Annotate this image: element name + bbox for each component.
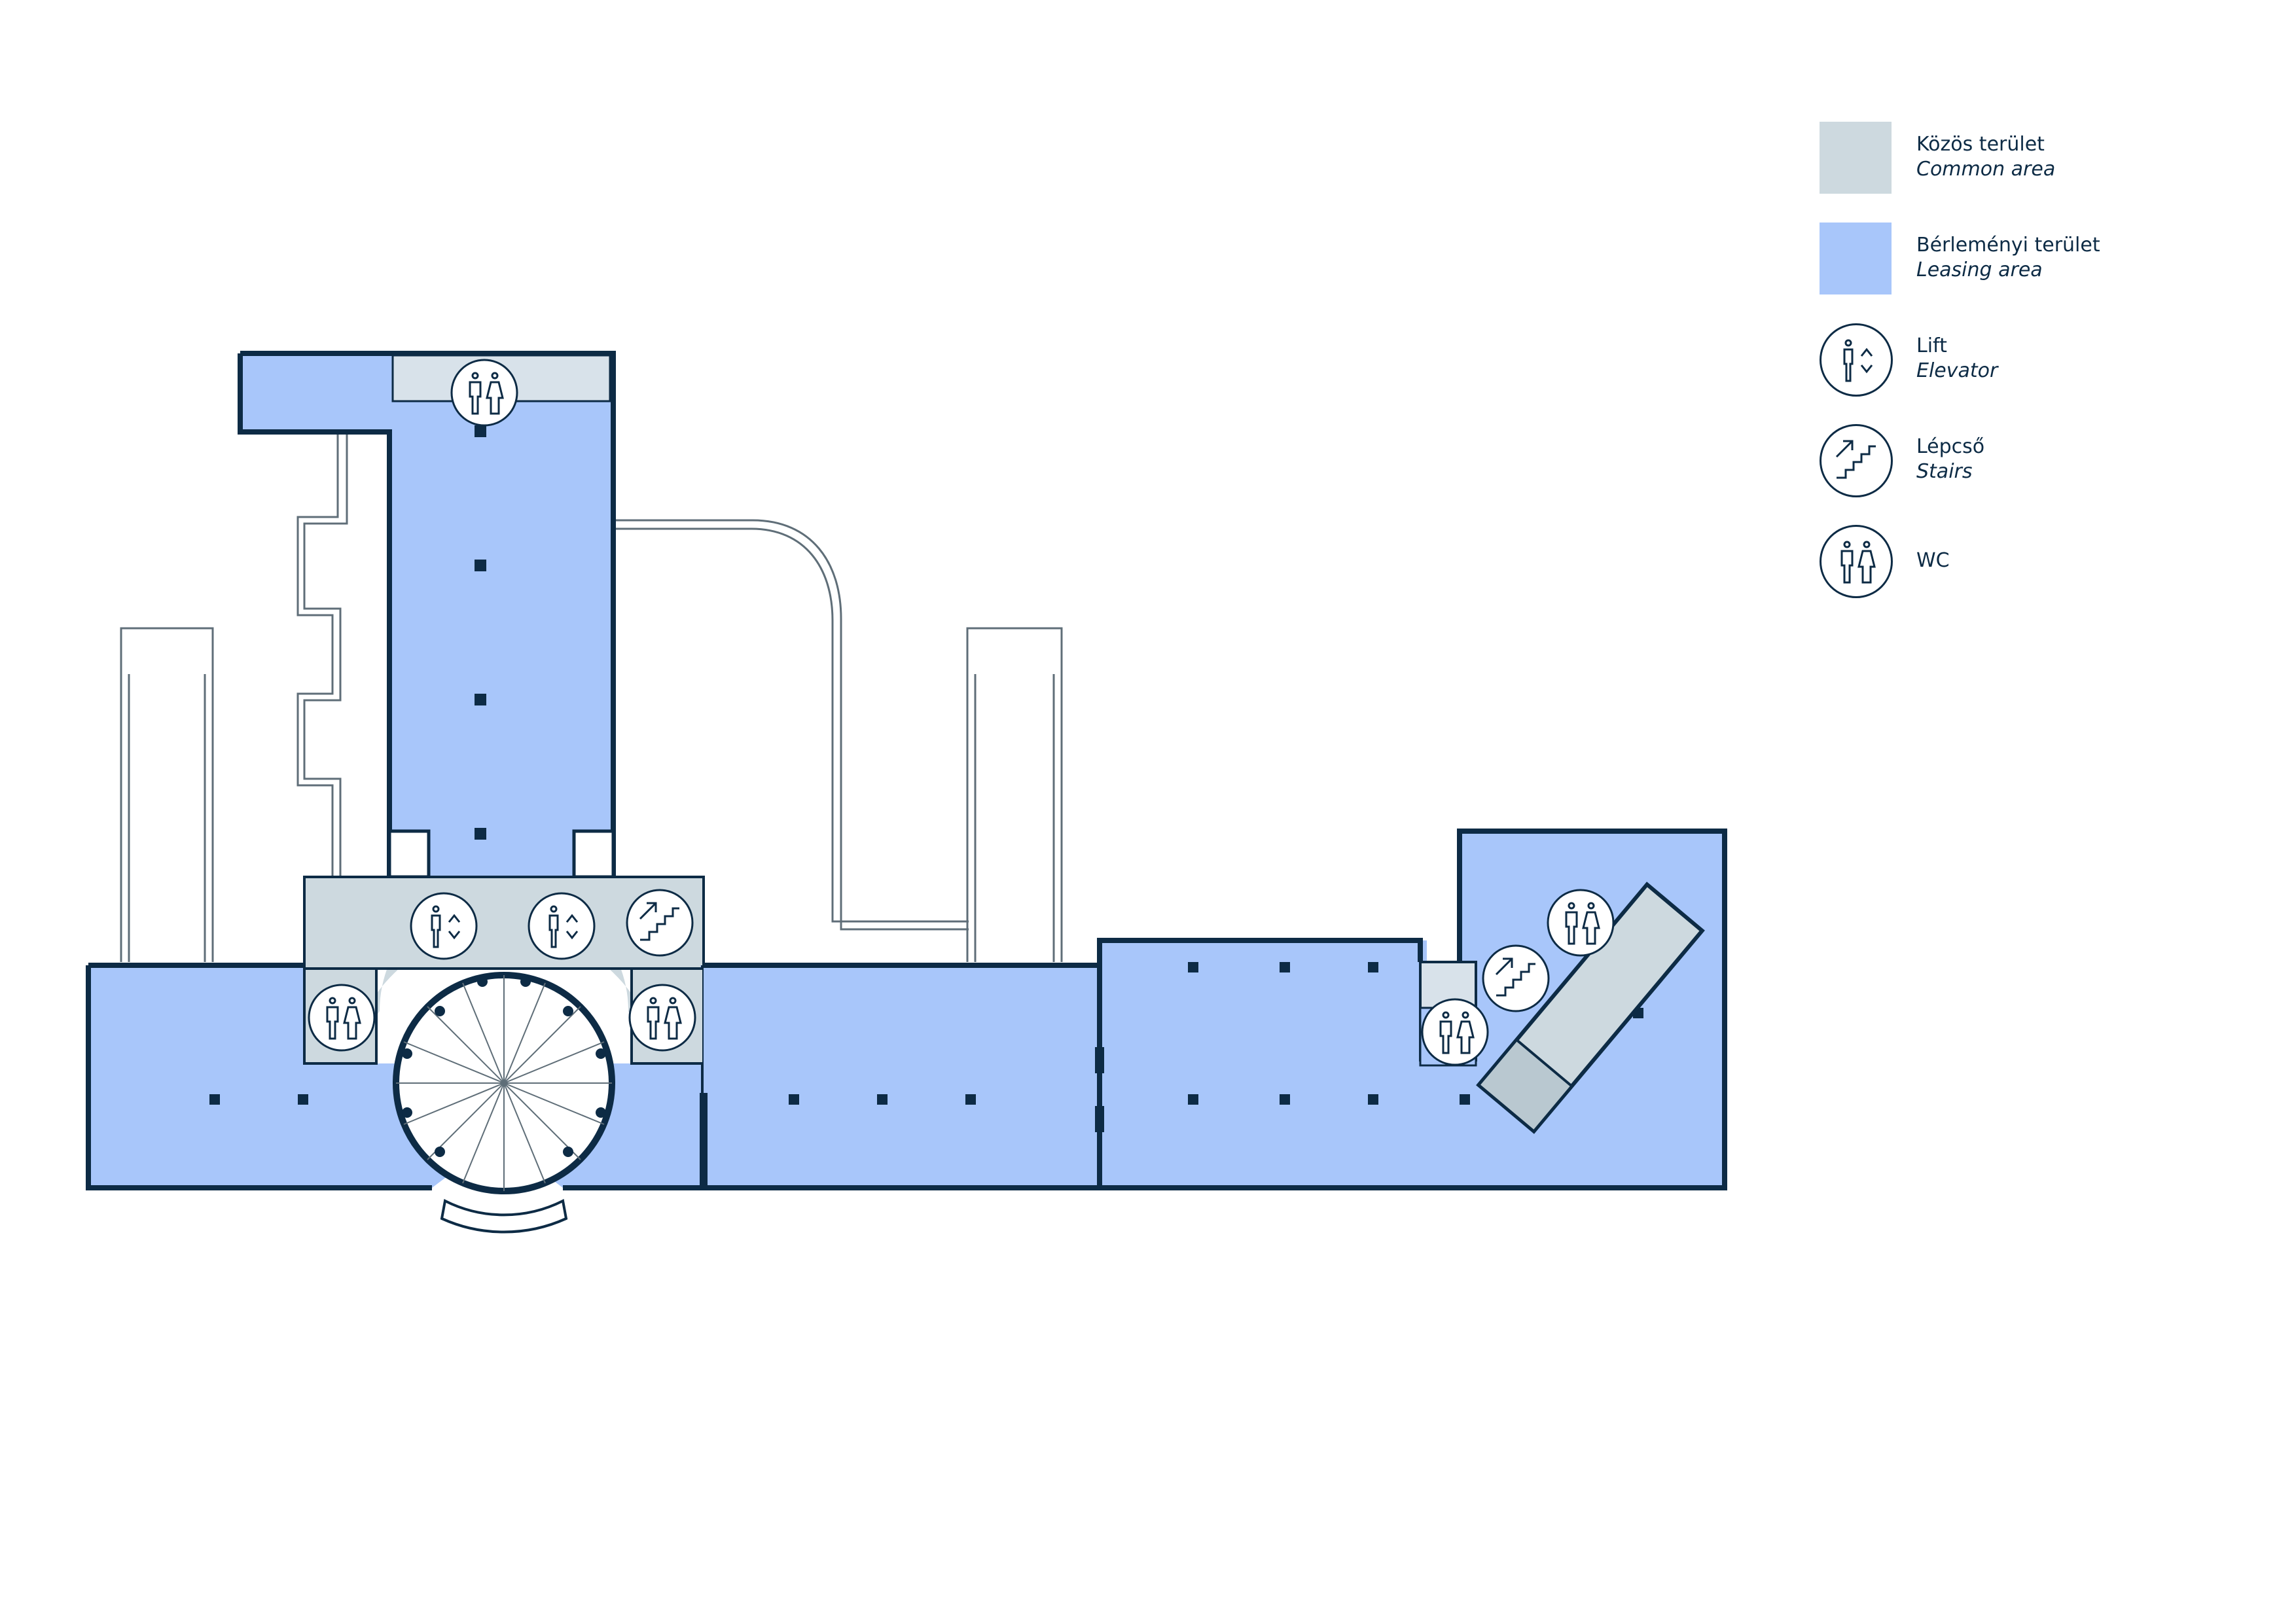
stairs-icon	[1820, 424, 1893, 497]
legend-label-hu: Közös terület	[1916, 133, 2045, 156]
legend-label: Bérleményi terület Leasing area	[1916, 233, 2100, 283]
legend-label-hu: WC	[1916, 549, 1950, 572]
main-block-right	[1095, 829, 1727, 1190]
legend-label: Lépcső Stairs	[1916, 435, 1984, 484]
legend-item-elevator: Lift Elevator	[1820, 323, 2225, 397]
legend-label-en: Elevator	[1916, 359, 1998, 382]
legend-item-common-area: Közös terület Common area	[1820, 122, 2225, 194]
main-block-middle	[700, 963, 1102, 1190]
legend-label-hu: Lift	[1916, 334, 1947, 357]
legend-item-wc: WC	[1820, 525, 2225, 598]
north-wing	[238, 351, 616, 879]
wc-icon	[1820, 525, 1893, 598]
site-outlines	[120, 429, 1063, 962]
legend-item-leasing-area: Bérleményi terület Leasing area	[1820, 223, 2225, 294]
legend-label: Közös terület Common area	[1916, 132, 2055, 182]
common-area-swatch	[1820, 122, 1892, 194]
rotunda-atrium	[393, 972, 615, 1234]
legend-label: Lift Elevator	[1916, 334, 1998, 383]
legend-label-hu: Bérleményi terület	[1916, 234, 2100, 257]
elevator-icon	[1820, 323, 1893, 397]
legend-label-en: Stairs	[1916, 460, 1973, 483]
legend-label: WC	[1916, 548, 1950, 573]
legend-label-en: Leasing area	[1916, 259, 2043, 281]
legend-label-en: Common area	[1916, 158, 2056, 181]
legend-item-stairs: Lépcső Stairs	[1820, 424, 2225, 497]
leasing-area-swatch	[1820, 223, 1892, 294]
legend-label-hu: Lépcső	[1916, 435, 1985, 458]
